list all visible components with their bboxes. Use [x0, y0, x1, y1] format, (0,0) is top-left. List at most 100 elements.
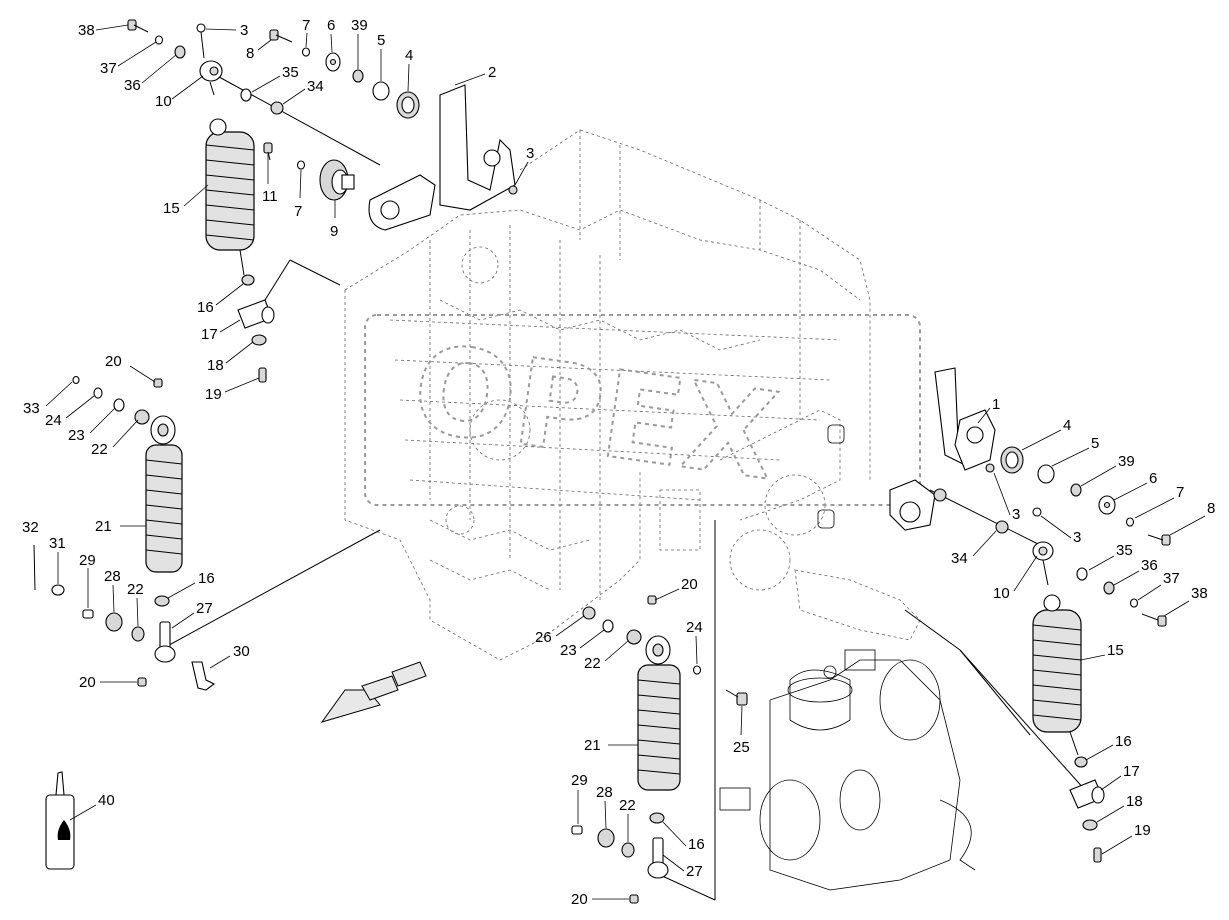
right-assembly — [889, 367, 1171, 863]
callout: 20 — [681, 576, 698, 593]
washer-39 — [352, 69, 364, 83]
pin-3-right-a — [985, 463, 995, 473]
pin-3 — [196, 23, 206, 59]
callout: 17 — [201, 326, 218, 343]
gearbox — [719, 569, 976, 891]
bolt-8-right — [1147, 534, 1171, 546]
callout: 21 — [584, 737, 601, 754]
callout: 29 — [571, 772, 588, 789]
callout: 27 — [196, 600, 213, 617]
callout-labels: 38 37 36 10 3 7 8 6 39 5 4 35 34 2 3 11 … — [22, 17, 1215, 908]
callout: 18 — [207, 357, 224, 374]
callout: 26 — [535, 629, 552, 646]
bushing-35-right — [1076, 567, 1088, 581]
nut-22-left — [134, 409, 150, 425]
callout: 30 — [233, 643, 250, 660]
washer-28-mid — [597, 828, 615, 848]
callout: 39 — [1118, 453, 1135, 470]
callout: 32 — [22, 519, 39, 536]
callout: 22 — [91, 441, 108, 458]
spring-21-mid — [637, 635, 681, 791]
callout: 5 — [377, 32, 385, 49]
bolt-20-a — [153, 378, 163, 388]
callout: 31 — [49, 535, 66, 552]
washer-28-left — [105, 612, 123, 632]
callout: 8 — [1207, 500, 1215, 517]
pin-3-right-b — [1032, 507, 1042, 517]
spring-15-right — [1032, 594, 1082, 756]
callout: 35 — [282, 64, 299, 81]
pin-29-mid — [571, 825, 583, 835]
callout: 15 — [163, 200, 180, 217]
arm-part-1 — [889, 367, 996, 531]
nut-16-left — [241, 274, 255, 286]
nut-16-left-b — [154, 595, 170, 607]
bolt-19-right — [1093, 847, 1102, 863]
pin-32 — [33, 544, 36, 591]
ring-33 — [72, 375, 80, 385]
washer-31 — [51, 584, 65, 596]
callout: 34 — [951, 550, 968, 567]
callout: 28 — [104, 568, 121, 585]
nut-16-right — [1074, 756, 1088, 768]
direction-arrow — [320, 661, 427, 723]
callout: 8 — [246, 45, 254, 62]
callout: 21 — [95, 518, 112, 535]
callout: 19 — [1134, 822, 1151, 839]
callout: 20 — [79, 674, 96, 691]
callout: 7 — [302, 17, 310, 34]
arm-part-2 — [439, 84, 516, 211]
baler-body — [344, 129, 871, 661]
ring-23-left — [113, 398, 125, 412]
callout: 16 — [688, 836, 705, 853]
ring-24-left — [93, 387, 103, 399]
callout: 1 — [992, 396, 1000, 413]
nut-22-left-b — [131, 626, 145, 642]
nut-26 — [582, 606, 596, 620]
spring-21-left — [145, 415, 183, 573]
callout: 11 — [262, 188, 278, 205]
ring-7-right — [1125, 517, 1135, 527]
callout: 6 — [327, 17, 335, 34]
bolt-20-c — [647, 595, 657, 605]
bearing-9 — [319, 159, 355, 201]
ring-7 — [301, 47, 311, 57]
callout: 15 — [1107, 642, 1124, 659]
callout: 28 — [596, 784, 613, 801]
callout: 38 — [1191, 585, 1208, 602]
callout: 3 — [1012, 506, 1020, 523]
pin-30 — [191, 661, 216, 691]
callout: 18 — [1126, 793, 1143, 810]
ring-5-right — [1037, 464, 1055, 484]
ring-24-mid — [692, 665, 702, 675]
callout: 16 — [198, 570, 215, 587]
callout: 40 — [98, 792, 115, 809]
callout: 22 — [619, 797, 636, 814]
washer-18-left — [251, 334, 267, 346]
callout: 3 — [1073, 529, 1081, 546]
nut-22-mid-b — [621, 842, 635, 858]
callout: 9 — [330, 223, 338, 240]
callout: 20 — [571, 891, 588, 908]
callout: 36 — [124, 77, 141, 94]
nut-34-right — [995, 520, 1009, 534]
callout: 19 — [205, 386, 222, 403]
callout: 16 — [197, 299, 214, 316]
callout: 23 — [68, 427, 85, 444]
callout: 33 — [23, 400, 40, 417]
callout: 37 — [100, 60, 117, 77]
callout: 10 — [993, 585, 1010, 602]
callout: 3 — [526, 145, 534, 162]
callout: 4 — [1063, 417, 1071, 434]
bolt-11 — [263, 142, 273, 161]
bolt-19-left — [258, 367, 267, 383]
callout: 5 — [1091, 435, 1099, 452]
callout: 16 — [1115, 733, 1132, 750]
callout: 24 — [45, 412, 62, 429]
clevis-27-left — [154, 621, 176, 663]
callout: 27 — [686, 863, 703, 880]
callout: 36 — [1141, 557, 1158, 574]
bushing-35 — [240, 88, 252, 102]
callout: 24 — [686, 619, 703, 636]
bolt-8 — [269, 29, 293, 43]
